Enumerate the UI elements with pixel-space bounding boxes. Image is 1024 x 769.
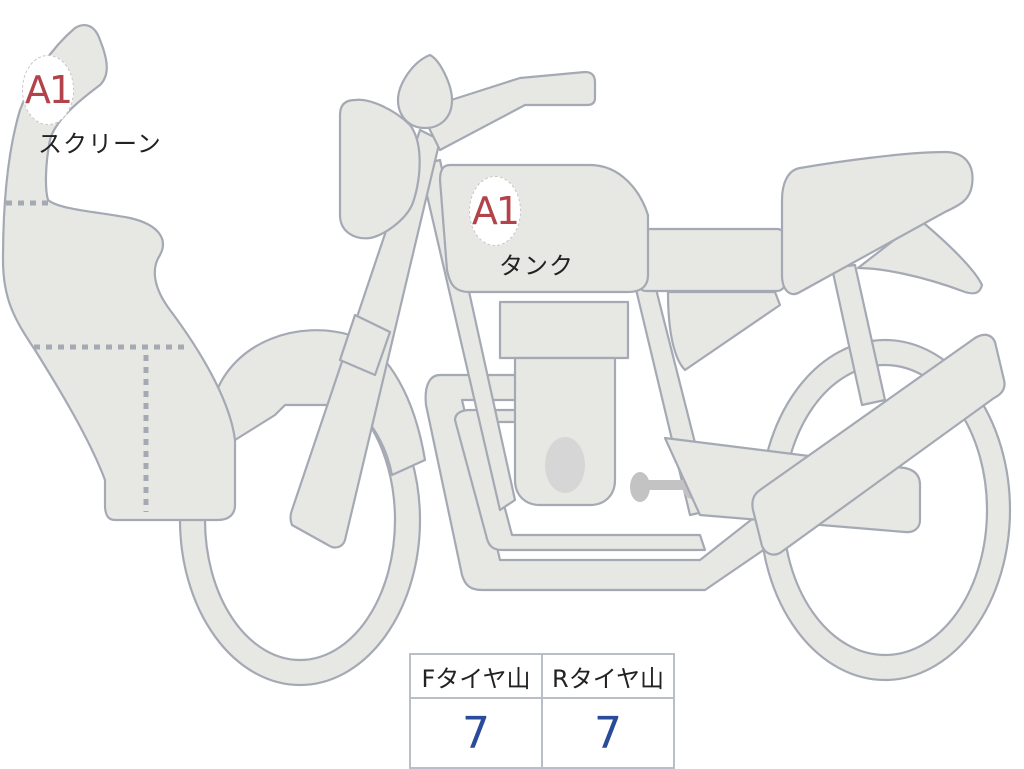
engine bbox=[498, 300, 630, 507]
mirror bbox=[396, 53, 454, 130]
screen-label: スクリーン bbox=[38, 130, 162, 158]
screen-code-badge: A1 bbox=[22, 55, 74, 125]
rear-tire-tread-header: Rタイヤ山 bbox=[541, 653, 675, 699]
seat-front bbox=[636, 227, 787, 293]
table-value-row: 7 7 bbox=[409, 697, 675, 769]
front-tire-tread-header: Fタイヤ山 bbox=[409, 653, 543, 699]
handlebar bbox=[418, 70, 597, 152]
headlight bbox=[338, 98, 421, 240]
tank-label: タンク bbox=[499, 252, 574, 280]
rear-tire-tread-value: 7 bbox=[541, 697, 675, 769]
exhaust-pipe-outer bbox=[424, 373, 802, 592]
tank-code-badge: A1 bbox=[469, 176, 521, 246]
table-header-row: Fタイヤ山 Rタイヤ山 bbox=[409, 653, 675, 699]
muffler bbox=[751, 333, 1006, 556]
windscreen-fairing bbox=[1, 24, 237, 522]
fork-cover bbox=[338, 313, 392, 377]
seat-rear bbox=[780, 150, 974, 296]
tire-tread-table: Fタイヤ山 Rタイヤ山 7 7 bbox=[409, 653, 675, 769]
front-tire-tread-value: 7 bbox=[409, 697, 543, 769]
side-cover bbox=[666, 290, 782, 372]
tail-fin bbox=[856, 218, 984, 295]
